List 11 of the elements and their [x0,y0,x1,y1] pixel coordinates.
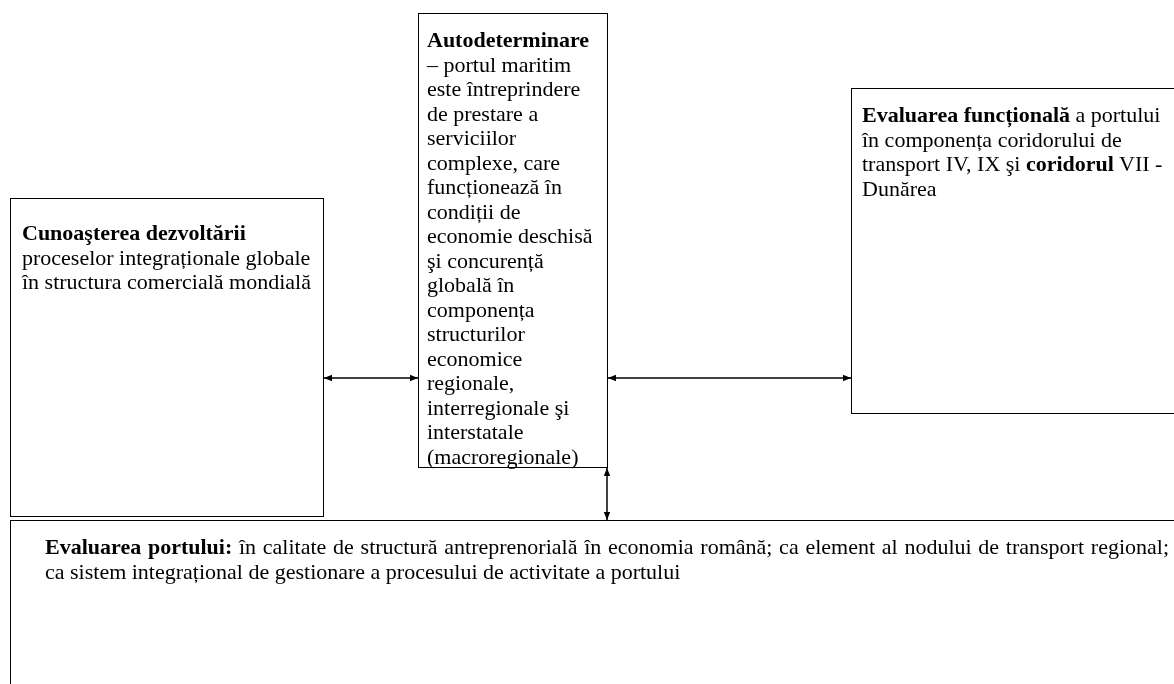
double-arrow [323,374,419,382]
double-arrow [607,374,852,382]
box-text: Evaluarea funcțională a portului în componența coridorului de transport IV, IX şi coridorul VII - Dunărea [862,103,1164,201]
text-box [851,88,1174,414]
box-text: Evaluarea portului: în calitate de structură antreprenorială în economia română; ca element al nodului de transport regional; ca sistem integrațional de gestionare a procesului de activitate a portului [45,535,1169,584]
box-text: Autodeterminare – portul maritim este întreprindere de prestare a serviciilor complexe, care funcționează în condiții de economie deschisă şi concurență globală în componența structurilor economice regionale, interregionale şi interstatale (macroregionale) [427,28,594,469]
double-arrow [603,467,611,521]
text-box [10,198,324,517]
box-text: Cunoaşterea dezvoltării proceselor integraționale globale în structura comercială mondială [22,221,312,295]
text-box [10,520,1174,684]
text-box [418,13,608,468]
